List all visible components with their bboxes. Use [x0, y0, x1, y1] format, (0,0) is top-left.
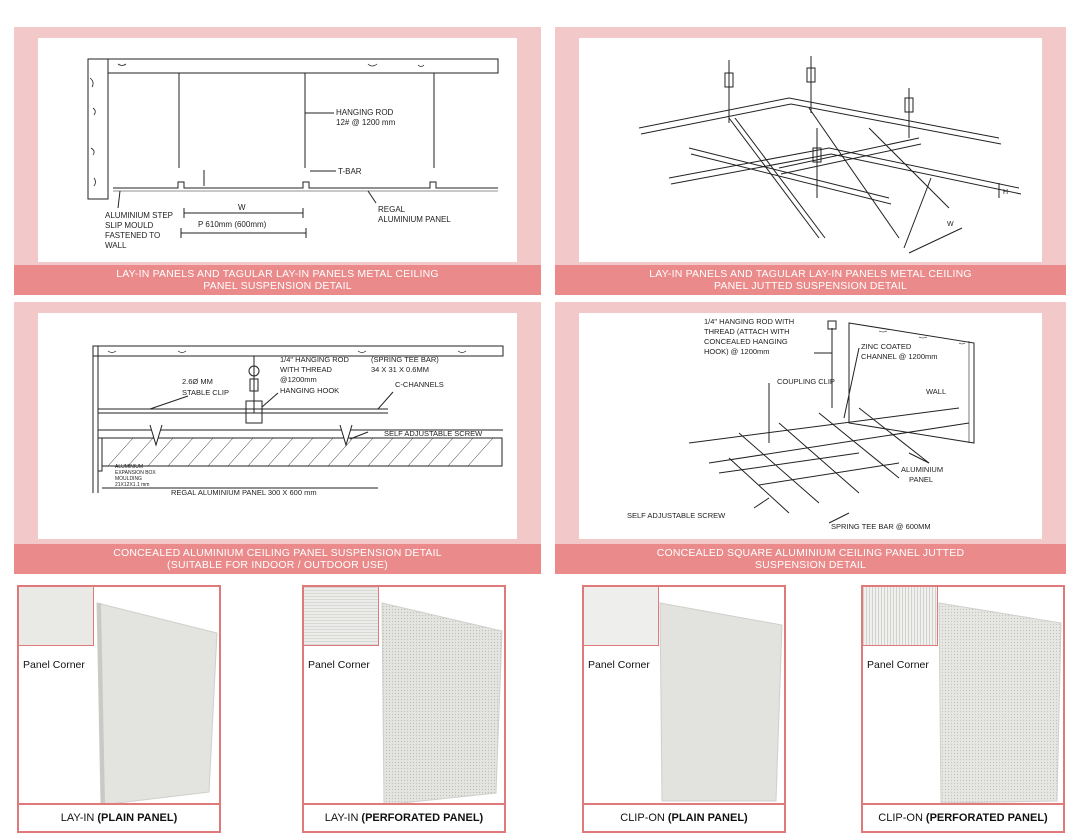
label-tee-2: 34 X 31 X 0.6MM	[371, 365, 429, 374]
product-label: CLIP-ON(PLAIN PANEL)	[582, 803, 786, 833]
label-rod-1: 1/4" HANGING ROD WITH	[704, 317, 794, 326]
panel-corner-label: Panel Corner	[588, 659, 650, 671]
panel-image	[659, 602, 783, 802]
panel-corner-label: Panel Corner	[23, 659, 85, 671]
label-rod-1: 1/4" HANGING ROD	[280, 355, 350, 364]
label-pitch: P 610mm (600mm)	[198, 220, 267, 229]
label-rod-3: @1200mm	[280, 375, 317, 384]
diagram-panel-layin-suspension: HANGING ROD 12# @ 1200 mm T-BAR W REGAL …	[14, 27, 541, 295]
label-h: H	[1003, 189, 1008, 196]
label-zinc-2: CHANNEL @ 1200mm	[861, 352, 938, 361]
product-label-prefix: LAY-IN	[60, 812, 95, 824]
label-cchannels: C-CHANNELS	[395, 380, 444, 389]
label-box-2: EXPANSION BOX	[115, 470, 156, 476]
panel-caption: LAY-IN PANELS AND TAGULAR LAY-IN PANELS …	[555, 265, 1066, 295]
product-card-clipon-perforated: Panel Corner CLIP-ON(PERFORATED PANEL)	[861, 585, 1065, 833]
caption-line-2: (SUITABLE FOR INDOOR / OUTDOOR USE)	[167, 559, 388, 571]
diagram-panel-layin-jutted: W H LAY-IN PANELS AND TAGULAR LAY-IN PAN…	[555, 27, 1066, 295]
label-screw: SELF ADJUSTABLE SCREW	[384, 429, 483, 438]
panel-image	[938, 602, 1062, 804]
label-clip-1: 2.6Ø MM	[182, 377, 213, 386]
product-label-prefix: CLIP-ON	[878, 812, 923, 824]
label-step-4: WALL	[105, 241, 127, 250]
label-w: W	[238, 203, 246, 212]
label-box-4: 21X12X1.1 mm	[115, 482, 149, 488]
product-card-layin-perforated: Panel Corner LAY-IN(PERFORATED PANEL)	[302, 585, 506, 833]
product-label-bold: (PLAIN PANEL)	[97, 812, 178, 824]
panel-caption: LAY-IN PANELS AND TAGULAR LAY-IN PANELS …	[14, 265, 541, 295]
product-card-clipon-plain: Panel Corner CLIP-ON(PLAIN PANEL)	[582, 585, 786, 833]
label-box-3: MOULDING	[115, 476, 142, 482]
panel-image	[96, 602, 218, 806]
label-zinc-1: ZINC COATED	[861, 342, 912, 351]
product-label-bold: (PLAIN PANEL)	[667, 812, 748, 824]
label-rod-3: CONCEALED HANGING	[704, 337, 788, 346]
product-label-bold: (PERFORATED PANEL)	[925, 812, 1048, 824]
panel-corner-image	[304, 587, 379, 646]
panel-caption: CONCEALED SQUARE ALUMINIUM CEILING PANEL…	[555, 544, 1066, 574]
label-regal-panel: REGAL ALUMINIUM PANEL 300 X 600 mm	[171, 488, 317, 497]
product-label-bold: (PERFORATED PANEL)	[361, 812, 484, 824]
panel-corner-image	[19, 587, 94, 646]
label-alu-1: ALUMINIUM	[901, 465, 943, 474]
label-hook: HANGING HOOK	[280, 386, 339, 395]
panel-caption: CONCEALED ALUMINIUM CEILING PANEL SUSPEN…	[14, 544, 541, 574]
caption-line-1: LAY-IN PANELS AND TAGULAR LAY-IN PANELS …	[116, 268, 439, 280]
label-hanging-rod-spec: 12# @ 1200 mm	[336, 118, 396, 127]
label-regal: REGAL	[378, 205, 406, 214]
product-label-prefix: LAY-IN	[324, 812, 359, 824]
label-screw: SELF ADJUSTABLE SCREW	[627, 511, 726, 520]
label-w: W	[947, 221, 954, 228]
label-step-2: SLIP MOULD	[105, 221, 154, 230]
panel-corner-image	[584, 587, 659, 646]
label-tee: SPRING TEE BAR @ 600MM	[831, 522, 931, 531]
caption-line-2: PANEL SUSPENSION DETAIL	[203, 280, 352, 292]
product-card-layin-plain: Panel Corner LAY-IN(PLAIN PANEL)	[17, 585, 221, 833]
label-step-1: ALUMINIUM STEP	[105, 211, 173, 220]
label-rod-2: THREAD (ATTACH WITH	[704, 327, 790, 336]
product-label: LAY-IN(PLAIN PANEL)	[17, 803, 221, 833]
product-label-prefix: CLIP-ON	[620, 812, 665, 824]
diagram-panel-concealed: 1/4" HANGING ROD WITH THREAD @1200mm HAN…	[14, 302, 541, 574]
label-aluminium-panel: ALUMINIUM PANEL	[378, 215, 451, 224]
label-step-3: FASTENED TO	[105, 231, 160, 240]
caption-line-2: SUSPENSION DETAIL	[754, 559, 867, 571]
diagram-panel-concealed-square: 1/4" HANGING ROD WITH THREAD (ATTACH WIT…	[555, 302, 1066, 574]
label-clip-2: STABLE CLIP	[182, 388, 229, 397]
label-box-1: ALUMINIUM	[115, 464, 143, 470]
panel-corner-label: Panel Corner	[308, 659, 370, 671]
label-wall: WALL	[926, 387, 946, 396]
panel-image	[381, 602, 503, 806]
label-rod-2: WITH THREAD	[280, 365, 333, 374]
caption-line-2: PANEL JUTTED SUSPENSION DETAIL	[713, 280, 908, 292]
diagram-canvas: 1/4" HANGING ROD WITH THREAD (ATTACH WIT…	[579, 313, 1042, 539]
product-label: CLIP-ON(PERFORATED PANEL)	[861, 803, 1065, 833]
label-rod-4: HOOK) @ 1200mm	[704, 347, 770, 356]
panel-corner-image	[863, 587, 938, 646]
label-coupling: COUPLING CLIP	[777, 377, 835, 386]
label-tbar: T-BAR	[338, 167, 362, 176]
panel-corner-label: Panel Corner	[867, 659, 929, 671]
caption-line-1: CONCEALED SQUARE ALUMINIUM CEILING PANEL…	[656, 547, 965, 559]
diagram-canvas: W H	[579, 38, 1042, 262]
label-alu-2: PANEL	[909, 475, 933, 484]
caption-line-1: LAY-IN PANELS AND TAGULAR LAY-IN PANELS …	[649, 268, 972, 280]
caption-line-1: CONCEALED ALUMINIUM CEILING PANEL SUSPEN…	[113, 547, 442, 559]
product-label: LAY-IN(PERFORATED PANEL)	[302, 803, 506, 833]
diagram-canvas: HANGING ROD 12# @ 1200 mm T-BAR W REGAL …	[38, 38, 517, 262]
diagram-canvas: 1/4" HANGING ROD WITH THREAD @1200mm HAN…	[38, 313, 517, 539]
label-tee-1: (SPRING TEE BAR)	[371, 355, 439, 364]
label-hanging-rod: HANGING ROD	[336, 108, 394, 117]
